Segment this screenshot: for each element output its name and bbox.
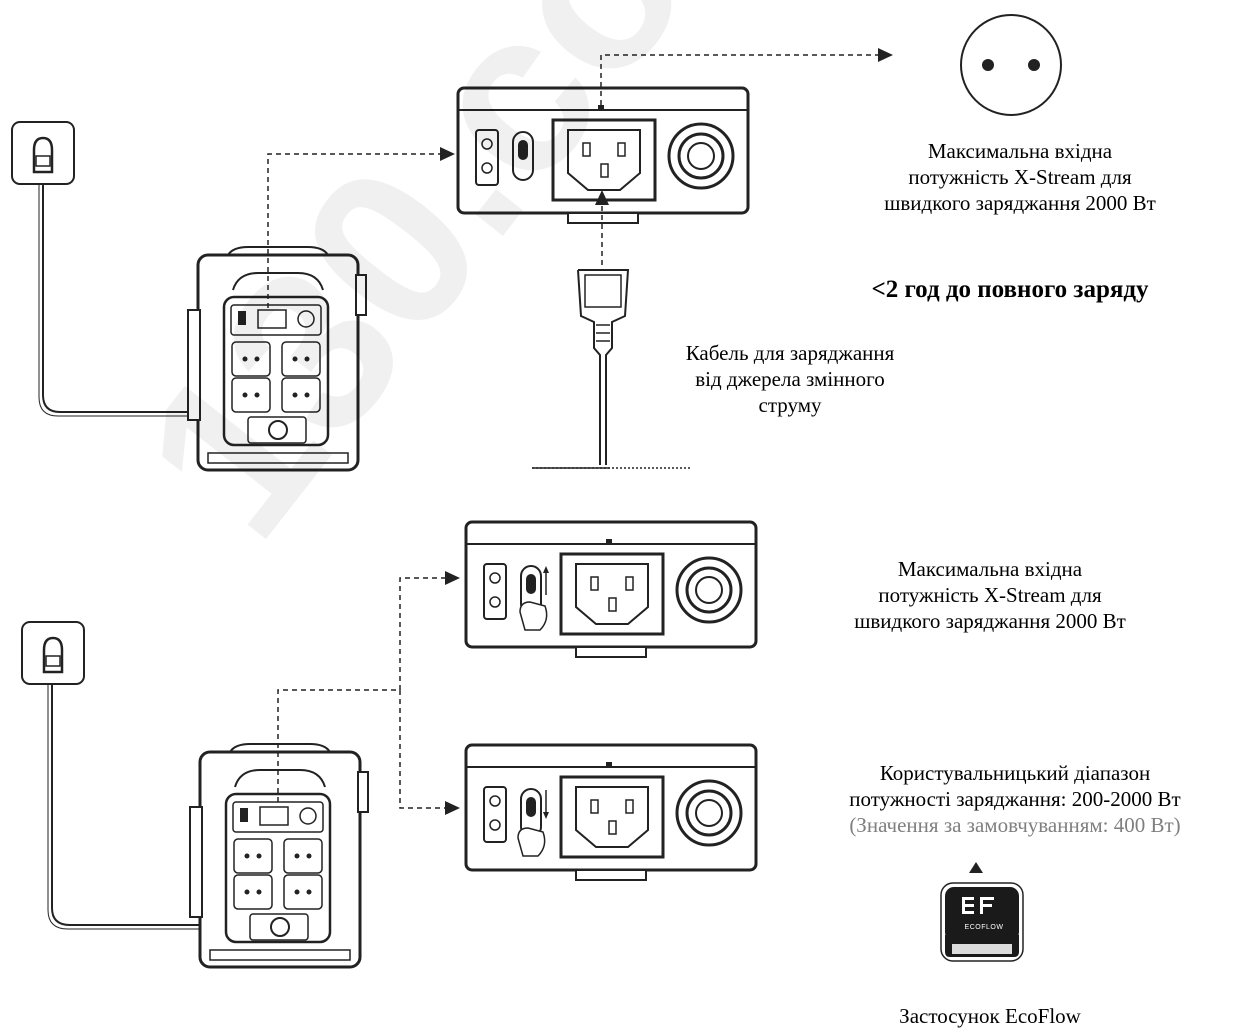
- ac-input-panel-custom: [464, 743, 758, 882]
- wall-socket-top: [10, 120, 76, 186]
- power-cord-bottom-inner: [47, 684, 250, 930]
- power-cord-top: [42, 184, 248, 413]
- dashed-link-bottom-down: [399, 690, 445, 809]
- ecoflow-app-label: Застосунок EcoFlow: [899, 1004, 1081, 1028]
- power-cord-bottom: [51, 684, 250, 926]
- middle-max-input-text: Максимальна вхідна потужність X-Stream д…: [854, 557, 1126, 633]
- default-value-note: (Значення за замовчуванням: 400 Вт): [849, 813, 1181, 837]
- ecoflow-logo-text: ECOFLOW: [964, 924, 1004, 931]
- power-station-top: [188, 247, 366, 470]
- ecoflow-app-icon: [940, 882, 1024, 962]
- ac-input-panel-xstream: [464, 520, 758, 659]
- top-max-input-text: Максимальна вхідна потужність X-Stream д…: [884, 139, 1156, 215]
- dashed-link-top: [267, 153, 440, 308]
- charge-time-text: <2 год до повного заряду: [871, 276, 1149, 303]
- ac-cable-plug: [577, 269, 630, 465]
- dashed-link-bottom-up: [399, 577, 445, 690]
- custom-range-text: Користувальницький діапазон потужності з…: [790, 760, 1240, 838]
- arrow-up-icon: [969, 862, 983, 873]
- arrow-head-plug: [878, 48, 893, 62]
- euro-plug-icon: [960, 14, 1062, 116]
- power-cord-top-inner: [38, 184, 248, 417]
- arrow-head-bottom-up: [445, 571, 460, 585]
- arrow-head-top: [440, 147, 455, 161]
- wall-socket-bottom: [20, 620, 86, 686]
- power-station-bottom: [190, 744, 368, 967]
- arrow-head-cable: [595, 190, 609, 205]
- arrow-head-bottom-down: [445, 801, 460, 815]
- dashed-link-to-plug: [600, 54, 880, 105]
- dashed-link-bottom-main: [277, 689, 400, 802]
- ac-cable-label: Кабель для заряджання від джерела змінно…: [685, 341, 895, 417]
